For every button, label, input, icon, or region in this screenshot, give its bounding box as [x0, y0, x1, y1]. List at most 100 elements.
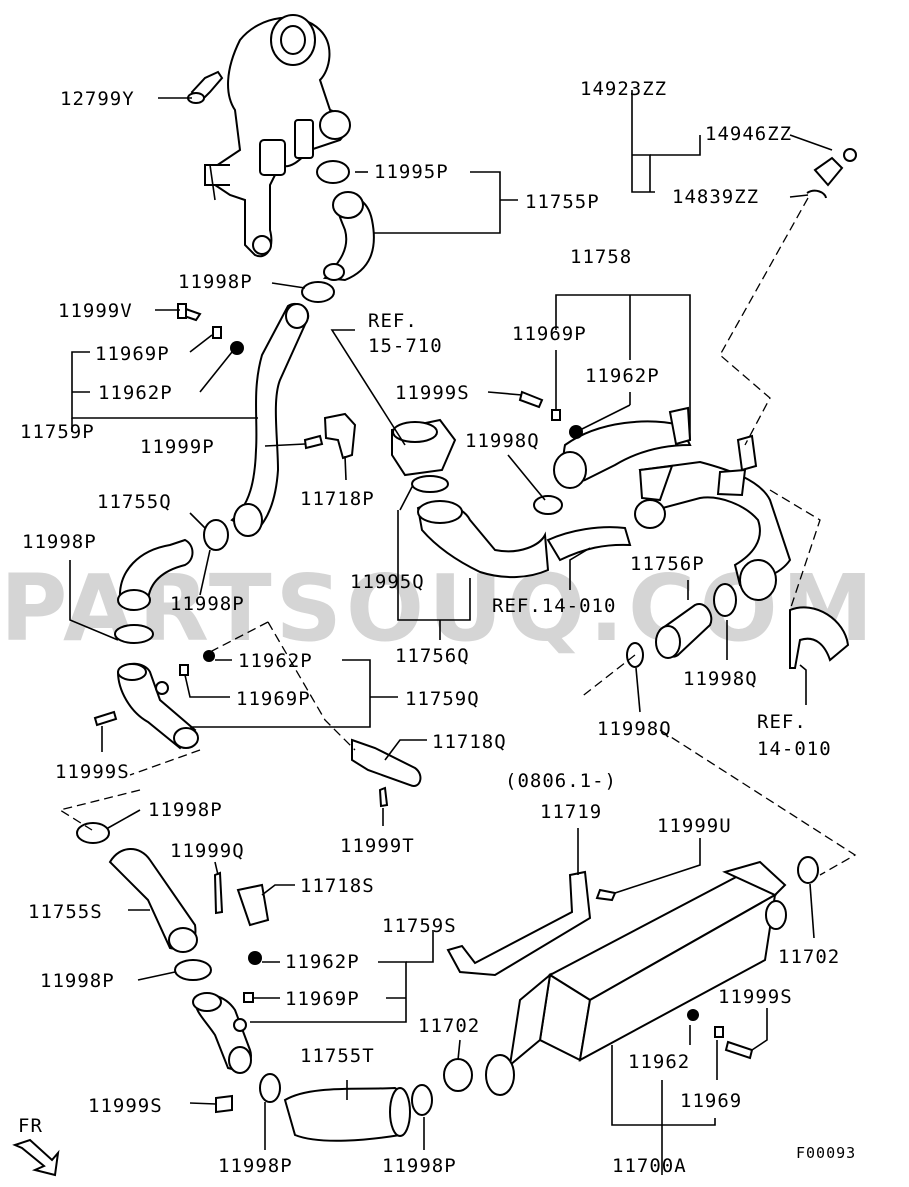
pipe-11759q — [116, 662, 199, 750]
label-11759p: 11759P — [20, 421, 95, 443]
washer-11969p-b — [551, 409, 561, 421]
hose-11755p — [322, 191, 375, 282]
washer-11969p-a — [212, 326, 222, 339]
clamp-11995p — [316, 160, 350, 184]
label-11998q-c: 11998Q — [597, 718, 672, 740]
figure-code: F00093 — [796, 1144, 856, 1162]
label-11998p-e: 11998P — [40, 970, 115, 992]
label-11998p-a: 11998P — [178, 271, 253, 293]
label-11755t: 11755T — [300, 1045, 375, 1067]
label-11998p-b: 11998P — [22, 531, 97, 553]
label-11999s-c: 11999S — [88, 1095, 163, 1117]
hose-11755t — [283, 1086, 411, 1142]
bolt-11999v — [177, 303, 202, 322]
label-14946zz: 14946ZZ — [705, 123, 792, 145]
nut-11962p-b — [569, 425, 583, 439]
label-11756p: 11756P — [630, 553, 705, 575]
front-label: FR — [18, 1115, 43, 1137]
label-11995p: 11995P — [374, 161, 449, 183]
leader-lines — [69, 90, 833, 1175]
label-11998p-f: 11998P — [218, 1155, 293, 1177]
hose-11755q — [117, 538, 194, 611]
nut-11962p-c — [203, 650, 215, 662]
label-11755p: 11755P — [525, 191, 600, 213]
label-11755s: 11755S — [28, 901, 103, 923]
label-11998q-a: 11998Q — [465, 430, 540, 452]
bolt-11999q — [213, 871, 224, 915]
label-11702-a: 11702 — [418, 1015, 480, 1037]
label-ref-15-710-a: REF. — [368, 310, 418, 332]
washer-11969p-c — [179, 664, 189, 676]
label-ref-14-010-a: REF.14-010 — [492, 595, 616, 617]
label-11969p-c: 11969P — [236, 688, 311, 710]
label-11962: 11962 — [628, 1051, 690, 1073]
clamp-11998p-b — [203, 519, 229, 551]
bolt-11999s-b — [93, 710, 118, 727]
label-11999v: 11999V — [58, 300, 133, 322]
label-11759s: 11759S — [382, 915, 457, 937]
label-14839zz: 14839ZZ — [672, 186, 759, 208]
label-11969: 11969 — [680, 1090, 742, 1112]
nut-11962p-a — [230, 341, 244, 355]
bolt-11999s-d — [724, 1040, 754, 1060]
label-11702-b: 11702 — [778, 946, 840, 968]
plug-12799y — [187, 70, 224, 104]
clamp-11998p-d — [76, 822, 110, 844]
bolt-11999t — [378, 786, 389, 808]
label-11718q: 11718Q — [432, 731, 507, 753]
label-14923zz: 14923ZZ — [580, 78, 667, 100]
part-labels: 12799Y 14923ZZ 14946ZZ 14839ZZ 11995P 11… — [18, 78, 856, 1177]
ref-14-010-hose-b — [789, 606, 850, 669]
label-11999u: 11999U — [657, 815, 732, 837]
label-11969p-d: 11969P — [285, 988, 360, 1010]
clamp-11998q-b — [713, 583, 737, 617]
label-11998p-d: 11998P — [148, 799, 223, 821]
label-11758: 11758 — [570, 246, 632, 268]
throttle-body-ref — [391, 418, 457, 477]
label-12799y: 12799Y — [60, 88, 135, 110]
label-11962p-d: 11962P — [285, 951, 360, 973]
label-11759q: 11759Q — [405, 688, 480, 710]
label-11999s-d: 11999S — [718, 986, 793, 1008]
bracket-11718p — [323, 412, 357, 460]
clamp-11998p-f — [259, 1073, 281, 1103]
clamp-11998p-c — [114, 624, 154, 644]
label-11999q: 11999Q — [170, 840, 245, 862]
label-11962p-b: 11962P — [585, 365, 660, 387]
sensor-14946zz — [806, 148, 857, 199]
label-11969p-b: 11969P — [512, 323, 587, 345]
label-11998p-c: 11998P — [170, 593, 245, 615]
clamp-11998p-g — [411, 1084, 433, 1116]
front-arrow-icon — [12, 1138, 60, 1177]
label-11998p-g: 11998P — [382, 1155, 457, 1177]
label-ref-15-710-b: 15-710 — [368, 335, 443, 357]
nut-11962 — [687, 1009, 699, 1021]
grommet-11702-a — [443, 1058, 473, 1092]
bracket-11718q — [351, 738, 422, 787]
turbocharger-drawing — [204, 14, 351, 258]
label-ref-14-010-b1: REF. — [757, 711, 807, 733]
label-11999t: 11999T — [340, 835, 415, 857]
hose-11756p — [655, 603, 713, 659]
washer-11969p-d — [243, 992, 254, 1003]
label-11719: 11719 — [540, 801, 602, 823]
label-11755q: 11755Q — [97, 491, 172, 513]
label-11718p: 11718P — [300, 488, 375, 510]
clamp-11998q-a — [533, 495, 563, 515]
label-11999s-a: 11999S — [395, 382, 470, 404]
nut-11962p-d — [248, 951, 262, 965]
label-11700a: 11700A — [612, 1155, 687, 1177]
label-11969p-a: 11969P — [95, 343, 170, 365]
intercooler-11700a — [485, 860, 787, 1096]
pipe-11759p — [230, 281, 335, 537]
label-11995q: 11995Q — [350, 571, 425, 593]
bolt-11999s-a — [518, 390, 544, 409]
bolt-11999u — [595, 888, 617, 902]
label-11962p-a: 11962P — [98, 382, 173, 404]
hose-11755s — [108, 848, 198, 953]
washer-11969 — [714, 1026, 724, 1038]
pipe-11759s — [192, 992, 252, 1074]
hose-11756q — [411, 475, 550, 579]
